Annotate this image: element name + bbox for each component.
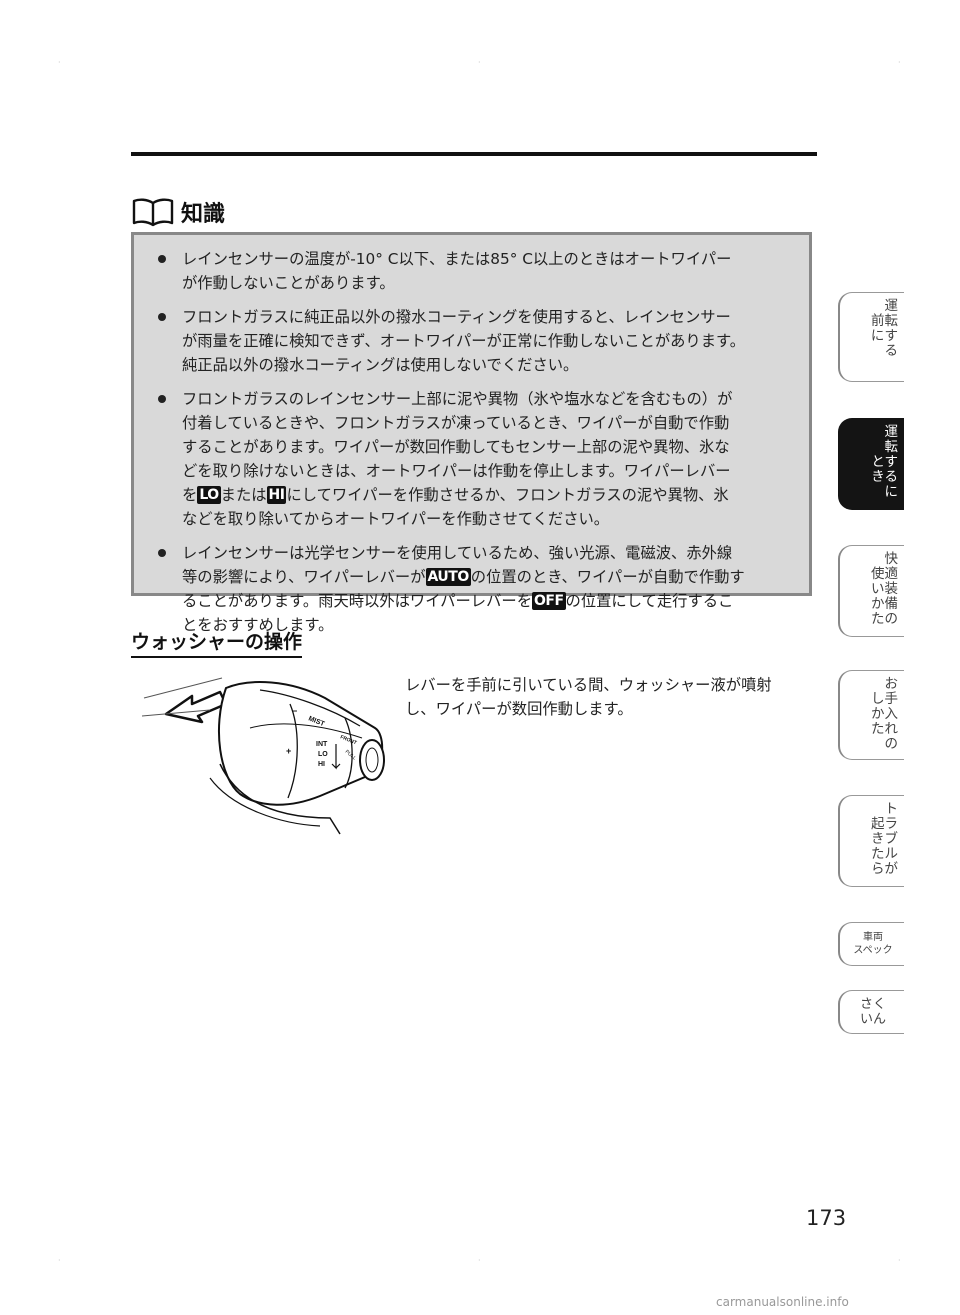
list-item: レインセンサーの温度が-10° C以下、または85° C以上のときはオートワイパ… (156, 247, 795, 295)
open-book-icon (132, 198, 174, 227)
tab-when-driving[interactable]: 運 転 とす きる に (838, 418, 904, 510)
washer-section-title: ウォッシャーの操作 (131, 627, 303, 658)
knowledge-title: 知識 (181, 202, 226, 227)
crop-mark: · (58, 58, 61, 67)
crop-mark: · (58, 1256, 61, 1265)
tab-before-driving[interactable]: 運 前転 にす る (838, 292, 904, 382)
label-plus: + (286, 746, 291, 756)
label-minus: − (292, 706, 297, 716)
page-number: 173 (806, 1206, 847, 1230)
crop-mark: · (478, 1256, 481, 1265)
tab-vehicle-specs[interactable]: 車両 スペック (838, 922, 904, 966)
label-int: INT (316, 741, 328, 748)
tab-troubleshooting[interactable]: ト 起ラ きブ たル らが (838, 795, 904, 887)
knowledge-heading: 知識 (131, 196, 225, 228)
list-item: フロントガラスのレインセンサー上部に泥や異物（氷や塩水などを含むもの）が 付着し… (156, 387, 795, 531)
label-lo: LO (318, 751, 328, 758)
washer-description: レバーを手前に引いている間、ウォッシャー液が噴射 し、ワイパーが数回作動します。 (405, 676, 772, 718)
auto-badge: AUTO (425, 568, 471, 586)
hi-badge: HI (266, 486, 287, 504)
tab-index[interactable]: さく いん (838, 990, 904, 1034)
crop-mark: · (898, 58, 901, 67)
tab-maintenance[interactable]: お し手 か入 たれ の (838, 670, 904, 760)
tab-comfort-features[interactable]: 快 使適 い装 か備 たの (838, 545, 904, 637)
label-hi: HI (318, 761, 325, 768)
header-rule (131, 152, 817, 156)
list-item: レインセンサーは光学センサーを使用しているため、強い光源、電磁波、赤外線 等の影… (156, 541, 795, 637)
crop-mark: · (898, 1256, 901, 1265)
footer-watermark: carmanualsonline.info (716, 1295, 849, 1309)
knowledge-box: レインセンサーの温度が-10° C以下、または85° C以上のときはオートワイパ… (131, 232, 812, 634)
crop-mark: · (478, 58, 481, 67)
lo-badge: LO (197, 486, 221, 504)
pull-arrow-icon (164, 690, 228, 724)
wiper-lever-illustration: MIST INT LO HI FRONT PULL + − (141, 677, 385, 835)
off-badge: OFF (532, 592, 566, 610)
list-item: フロントガラスに純正品以外の撥水コーティングを使用すると、レインセンサー が雨量… (156, 305, 795, 377)
